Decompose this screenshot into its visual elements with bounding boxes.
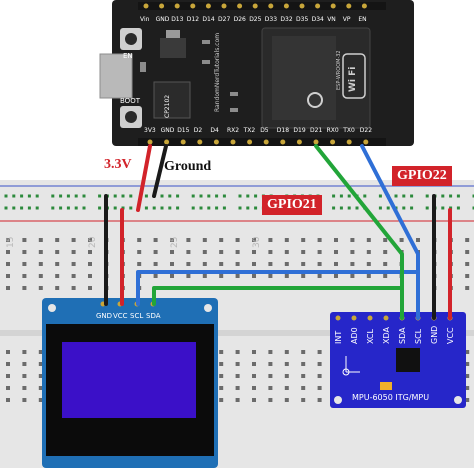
mpu6050-board (330, 312, 466, 408)
voltage-regulator (160, 38, 186, 58)
oled-display (42, 298, 218, 468)
espressif-logo (307, 92, 323, 108)
wire-gpio21 (314, 144, 404, 290)
wire-gpio22 (360, 144, 420, 274)
esp32-top-header (143, 3, 367, 9)
wire-oled-scl (136, 270, 420, 320)
wifi-logo (342, 53, 366, 99)
wire-ground (152, 144, 168, 198)
oled-screen (62, 342, 196, 418)
cp2102-chip (153, 81, 191, 119)
wire-oled-sda (152, 286, 404, 320)
usb-port (99, 53, 133, 99)
esp32-board (99, 0, 414, 146)
esp32-bottom-header (147, 139, 369, 145)
wires (104, 144, 452, 320)
mpu-chip (396, 348, 420, 372)
wire-3v3 (136, 144, 152, 212)
